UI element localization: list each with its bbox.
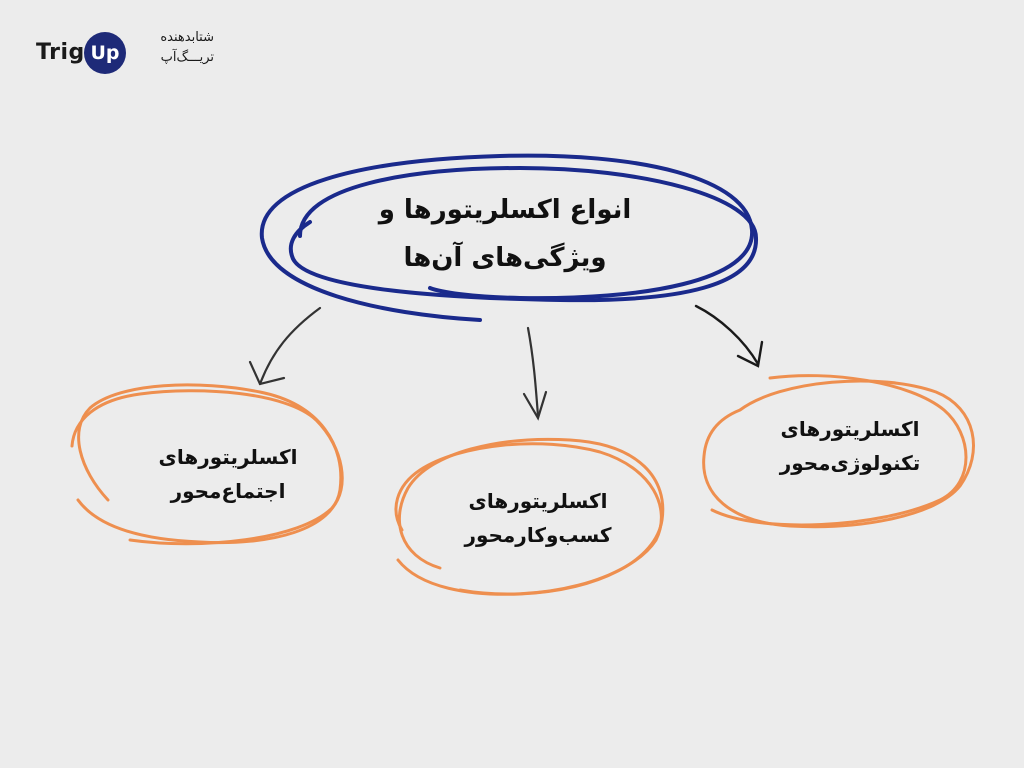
main-title-line1: انواع اکسلریتورها و	[378, 195, 632, 225]
branch-tech: اکسلریتورهای تکنولوژی‌محور	[750, 412, 950, 480]
main-title: انواع اکسلریتورها و ویژگی‌های آن‌ها	[340, 186, 670, 282]
business-ellipse	[394, 437, 665, 596]
branch-business-line1: اکسلریتورهای	[468, 489, 608, 513]
arrow-to-business	[522, 326, 548, 421]
branch-business-line2: کسب‌وکارمحور	[464, 523, 612, 547]
branch-tech-line2: تکنولوژی‌محور	[779, 451, 921, 475]
branch-social-line1: اکسلریتورهای	[158, 445, 298, 469]
arrow-to-social	[248, 306, 322, 386]
logo-trig-text: Trig	[36, 40, 85, 65]
main-title-line2: ویژگی‌های آن‌ها	[403, 243, 607, 273]
arrow-to-tech	[694, 304, 764, 368]
trigup-logo: Trig Up شتابدهنده تریـــگ‌آپ	[36, 28, 216, 76]
logo-up-badge: Up	[84, 32, 126, 74]
branch-business: اکسلریتورهای کسب‌وکارمحور	[428, 484, 648, 552]
logo-fa-line1: شتابدهنده	[160, 30, 214, 45]
social-ellipse	[70, 383, 344, 546]
logo-persian-text: شتابدهنده تریـــگ‌آپ	[132, 28, 214, 68]
logo-fa-line2: تریـــگ‌آپ	[160, 50, 214, 65]
branch-social-line2: اجتماع‌محور	[170, 479, 286, 503]
tech-ellipse	[702, 374, 975, 529]
branch-social: اکسلریتورهای اجتماع‌محور	[128, 440, 328, 508]
main-title-ellipse	[259, 153, 759, 322]
branch-tech-line1: اکسلریتورهای	[780, 417, 920, 441]
